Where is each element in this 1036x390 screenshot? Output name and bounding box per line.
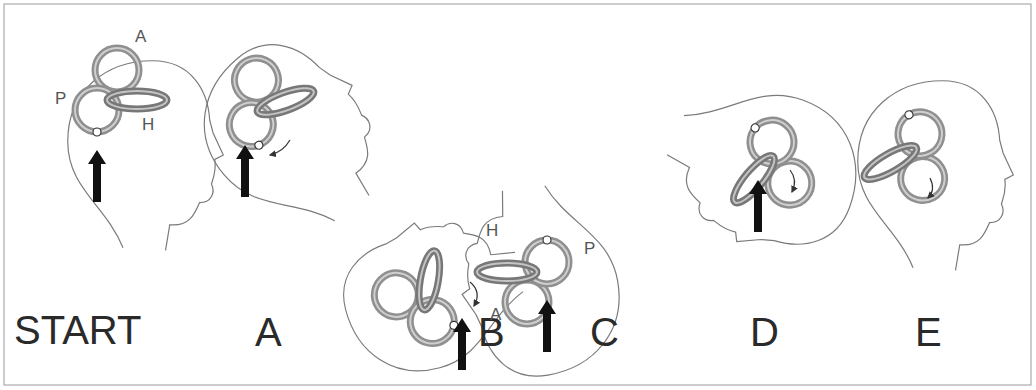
- gravity-arrow: [236, 145, 254, 197]
- step-label: START: [14, 310, 141, 350]
- motion-arrow: [270, 140, 290, 155]
- canal-model: [209, 42, 326, 156]
- canal-model: [707, 109, 834, 236]
- motion-arrow: [790, 170, 795, 192]
- canal-label: P: [584, 240, 595, 257]
- gravity-arrow: [453, 318, 471, 370]
- canal-label: A: [135, 28, 146, 45]
- step-label: E: [915, 312, 942, 352]
- gravity-arrow: [88, 150, 106, 202]
- head-outline: [172, 13, 413, 258]
- motion-arrow: [470, 282, 477, 306]
- gravity-arrow: [538, 300, 556, 352]
- gravity-arrow: [749, 180, 767, 232]
- canal-label: A: [490, 306, 501, 323]
- step-label: D: [750, 312, 779, 352]
- head-outline: [446, 174, 632, 388]
- canal-label: P: [55, 90, 66, 107]
- canal-label: H: [142, 116, 154, 133]
- canal-label: H: [486, 222, 498, 239]
- canal-model: [75, 48, 167, 136]
- frame: [4, 4, 1031, 385]
- step-label: A: [255, 312, 282, 352]
- canal-model: [477, 236, 569, 324]
- canal-model: [846, 100, 970, 222]
- head-outline: [647, 63, 878, 274]
- motion-arrow: [928, 178, 933, 198]
- step-label: C: [590, 312, 619, 352]
